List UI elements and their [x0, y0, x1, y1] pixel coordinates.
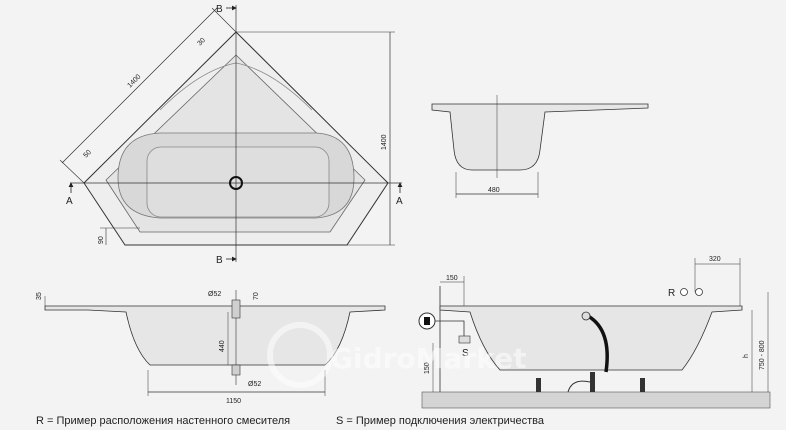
section-a-view: 480	[431, 95, 649, 198]
support-leg	[590, 372, 595, 392]
dim-side-label: 1400	[126, 73, 142, 89]
siphon	[567, 380, 591, 393]
legend-r-note: R = Пример расположения настенного смеси…	[36, 415, 290, 427]
side-view: S 150 150 320 R h 750 - 800	[418, 256, 771, 409]
front-outlet-bottom-label: Ø52	[248, 381, 261, 388]
socket-pins	[424, 317, 430, 325]
dim-side-offset-label: 50	[82, 149, 93, 160]
dim-bottom-label: 90	[98, 236, 105, 244]
section-a-left-label: A	[66, 196, 73, 207]
drain-icon	[229, 176, 243, 190]
dim-line-side	[61, 7, 218, 164]
dim-height-label: 1400	[381, 134, 388, 150]
watermark: GidroMarket	[267, 322, 526, 388]
front-outlet-top-b-label: 70	[253, 292, 260, 300]
side-s-label: S	[462, 348, 469, 359]
front-depth-label: 440	[219, 340, 226, 352]
dim-side-tail-label: 30	[196, 37, 207, 48]
junction-box	[458, 335, 471, 344]
side-height-label: 750 - 800	[759, 340, 766, 370]
section-b-bottom-label: B	[216, 255, 223, 266]
watermark-text: GidroMarket	[330, 342, 526, 375]
floor	[421, 391, 771, 409]
side-wall-dim-label: 150	[446, 275, 458, 282]
watermark-logo-icon	[267, 322, 333, 388]
drain-fitting	[231, 364, 241, 376]
hose	[587, 314, 609, 373]
support-leg	[640, 378, 645, 392]
side-floor-dim-label: 150	[424, 362, 431, 374]
section-width-label: 480	[488, 187, 500, 194]
front-rim-label: 35	[36, 292, 43, 300]
legend-s-note: S = Пример подключения электричества	[336, 415, 545, 427]
mixer-icon	[695, 288, 703, 296]
mixer-icon	[680, 288, 688, 296]
top-view: 1400 30 50 1400 90 B B A A	[59, 4, 403, 266]
side-h-label: h	[743, 354, 750, 358]
section-b-top-label: B	[216, 4, 223, 15]
section-a-right-label: A	[396, 196, 403, 207]
hose-connector-icon	[581, 311, 591, 321]
tub-profile-side	[439, 305, 743, 371]
front-width-label: 1150	[226, 398, 241, 405]
front-view: 35 Ø52 70 440 Ø52 1150	[36, 290, 386, 405]
side-r-label: R	[668, 288, 675, 299]
front-outlet-top-label: Ø52	[208, 291, 221, 298]
overflow-fitting	[231, 299, 241, 319]
tub-profile-section	[431, 103, 649, 171]
side-r-dim-label: 320	[709, 256, 721, 263]
support-leg	[536, 378, 541, 392]
tub-floor-top	[146, 146, 330, 218]
